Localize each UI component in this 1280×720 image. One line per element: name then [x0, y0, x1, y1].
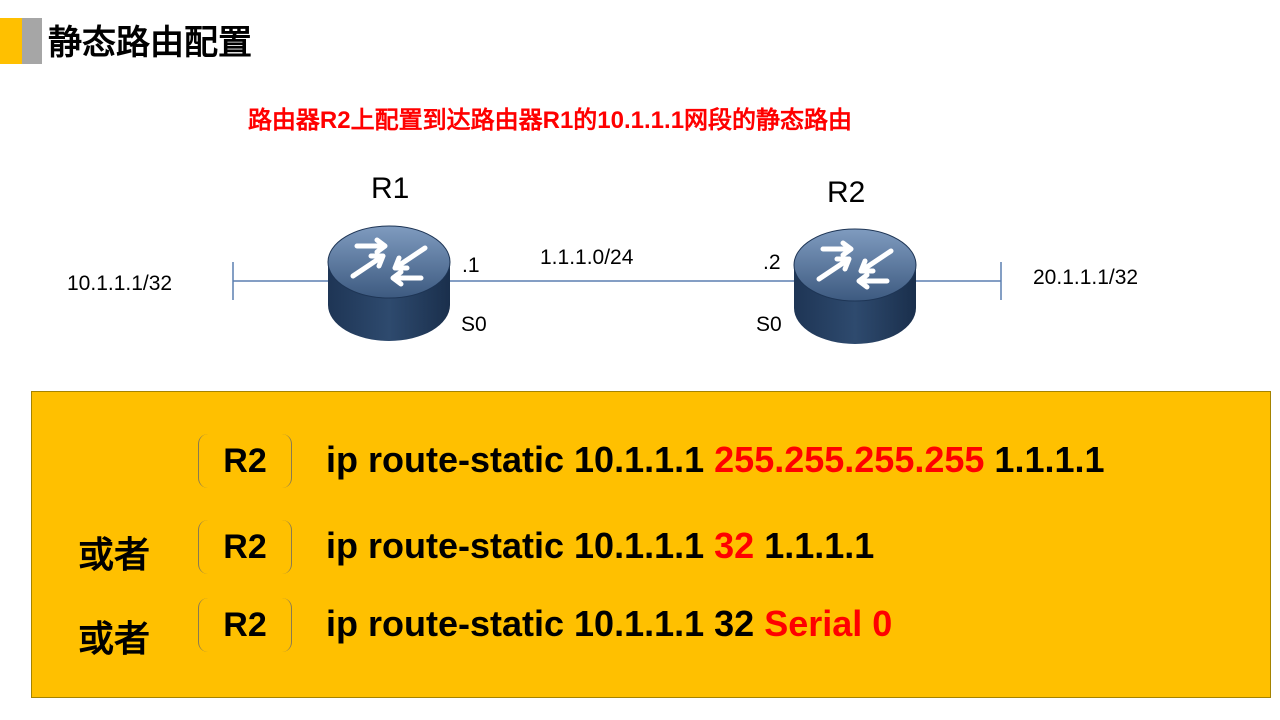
config-box: R2 ip route-static 10.1.1.1 255.255.255.… [31, 391, 1271, 698]
or-label: 或者 [78, 618, 151, 659]
r2-ip-suffix: .2 [763, 251, 781, 274]
r1-lan-address: 10.1.1.1/32 [67, 272, 173, 295]
link-network: 1.1.1.0/24 [540, 246, 634, 269]
command-part: 1.1.1.1 [754, 525, 875, 566]
command-part: ip route-static 10.1.1.1 [326, 525, 715, 566]
r2-interface: S0 [756, 313, 782, 336]
r1-interface: S0 [461, 313, 487, 336]
title-accent-yellow [0, 18, 22, 64]
command-highlight: Serial 0 [764, 603, 893, 644]
or-label: 或者 [78, 534, 151, 575]
subtitle: 路由器R2上配置到达路由器R1的10.1.1.1网段的静态路由 [247, 107, 853, 134]
network-topology [232, 225, 1002, 344]
command-part: 1.1.1.1 [984, 439, 1105, 480]
command-text: ip route-static 10.1.1.1 32 Serial 0 [326, 603, 892, 645]
config-row: R2 ip route-static 10.1.1.1 255.255.255.… [32, 434, 1272, 490]
config-row: 或者 R2 ip route-static 10.1.1.1 32 Serial… [32, 598, 1272, 659]
command-highlight: 255.255.255.255 [714, 439, 985, 480]
command-highlight: 32 [714, 525, 755, 566]
router-icon [793, 228, 917, 344]
r2-name: R2 [827, 176, 866, 209]
page-title: 静态路由配置 [48, 24, 252, 62]
title-accent-gray [22, 18, 42, 64]
device-tag: R2 [198, 598, 292, 652]
r1-name: R1 [371, 172, 410, 205]
command-text: ip route-static 10.1.1.1 255.255.255.255… [326, 439, 1105, 481]
device-tag: R2 [198, 520, 292, 574]
command-part: ip route-static 10.1.1.1 [326, 439, 715, 480]
command-text: ip route-static 10.1.1.1 32 1.1.1.1 [326, 525, 874, 567]
r1-ip-suffix: .1 [462, 254, 480, 277]
config-row: 或者 R2 ip route-static 10.1.1.1 32 1.1.1.… [32, 520, 1272, 576]
command-part: ip route-static 10.1.1.1 32 [326, 603, 765, 644]
r2-lan-address: 20.1.1.1/32 [1033, 266, 1139, 289]
device-tag: R2 [198, 434, 292, 488]
router-icon [327, 225, 451, 341]
